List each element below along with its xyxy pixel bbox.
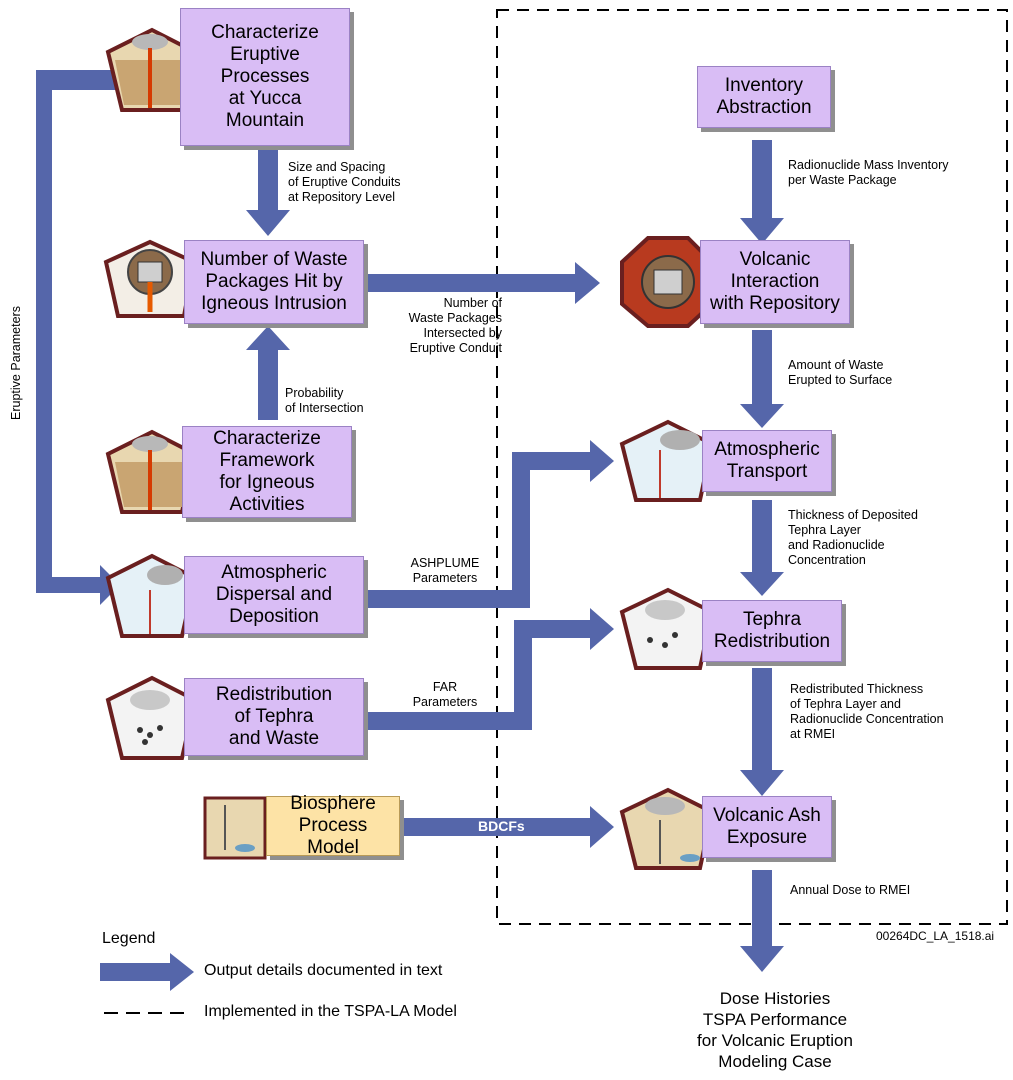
label-size-spacing: Size and Spacing of Eruptive Conduits at… [288,160,401,204]
arrow-radionuclide-mass [740,140,784,244]
icon-plume-dispersal [105,553,198,638]
icon-biosphere [203,796,267,860]
box-atmospheric-transport: Atmospheric Transport [702,430,832,492]
arrow-probability [246,326,290,420]
arrows [36,70,784,991]
legend-arrow-sample [100,953,194,991]
label-annual-dose: Annual Dose to RMEI [790,883,911,897]
arrow-redistributed-thickness [740,668,784,796]
legend-title: Legend [102,930,156,947]
label-radionuclide-mass: Radionuclide Mass Inventory per Waste Pa… [788,158,949,187]
tspa-la-boundary [496,9,1008,925]
arrow-thickness-deposited [740,500,784,596]
arrow-annual-dose [740,870,784,972]
icon-eruption-1 [105,27,198,112]
box-tephra-redistribution: Tephra Redistribution [702,600,842,662]
label-eruptive-parameters: Eruptive Parameters [9,306,23,420]
arrow-far [366,608,614,730]
box-biosphere-process: Biosphere Process Model [266,793,400,858]
box-redistribution-tephra: Redistribution of Tephra and Waste [184,678,364,756]
legend-arrow-text: Output details documented in text [204,962,443,979]
label-bdcfs: BDCFs [478,818,525,834]
arrow-ashplume [366,440,614,608]
file-id: 00264DC_LA_1518.ai [876,929,995,943]
box-atmospheric-dispersal: Atmospheric Dispersal and Deposition [184,556,364,634]
arrow-bdcfs [400,806,614,848]
icon-tephra-redistribution [105,675,198,760]
label-far: FAR Parameters [412,680,478,709]
box-characterize-framework: Characterize Framework for Igneous Activ… [182,426,352,518]
label-probability: Probability of Intersection [285,386,364,415]
label-redistributed-thickness: Redistributed Thickness of Tephra Layer … [790,682,944,741]
box-volcanic-ash-exposure: Volcanic Ash Exposure [702,796,832,858]
icon-atmospheric-transport [619,419,715,502]
icon-ash-exposure [619,787,715,870]
box-number-waste-packages: Number of Waste Packages Hit by Igneous … [184,240,364,324]
arrow-amount-waste [740,330,784,428]
label-ashplume: ASHPLUME Parameters [410,556,480,585]
box-inventory-abstraction: Inventory Abstraction [697,66,831,128]
label-amount-waste: Amount of Waste Erupted to Surface [788,358,893,387]
label-thickness-deposited: Thickness of Deposited Tephra Layer and … [788,508,918,567]
label-number-intersected: Number of Waste Packages Intersected by … [408,296,502,355]
icon-volcanic-interaction [620,236,714,328]
legend-dashed-text: Implemented in the TSPA-LA Model [204,1003,457,1020]
box-volcanic-interaction: Volcanic Interaction with Repository [700,240,850,324]
output-dose-histories: Dose Histories TSPA Performance for Volc… [697,989,853,1071]
icon-tephra-deposit [619,587,715,670]
box-characterize-eruptive: Characterize Eruptive Processes at Yucca… [180,8,350,146]
icon-waste-package [103,239,197,318]
arrow-eruptive-parameters [36,70,180,605]
arrow-size-spacing [246,150,290,236]
arrow-number-intersected [366,262,600,304]
